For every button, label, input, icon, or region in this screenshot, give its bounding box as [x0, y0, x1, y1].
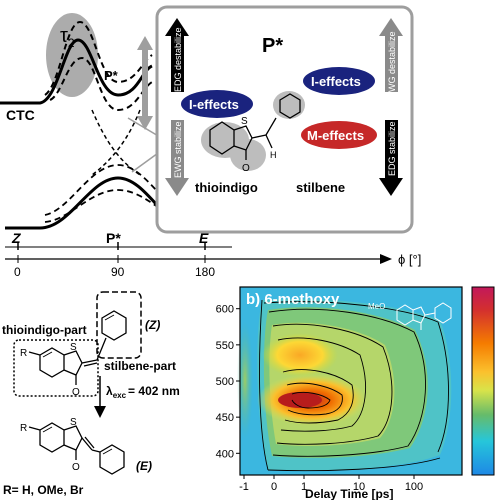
x-tick-label: 100: [405, 481, 423, 493]
i-effects-right-ellipse: [303, 67, 375, 95]
right-down-label: EDG stabilize: [387, 121, 397, 176]
excited-curve-solid: [0, 38, 153, 105]
reaction-scheme: thioindigo-part (Z) R S O stilbene-part …: [2, 291, 180, 497]
excited-curve-dashed-2: [49, 56, 153, 112]
inset-atom-h: H: [270, 150, 277, 160]
left-down-label: EWG stabilize: [173, 121, 183, 178]
z-molecule: R S O: [20, 310, 127, 398]
m-effects-label: M-effects: [307, 128, 364, 143]
y-axis: 600 550 500 450 400: [216, 304, 240, 460]
inset-title: P*: [262, 35, 283, 57]
z-o-label: O: [72, 387, 80, 398]
pstar-curve-label: P*: [104, 68, 119, 83]
tick-top-e: E: [199, 230, 209, 246]
inset-atom-s: S: [241, 116, 248, 127]
band-core: [278, 392, 322, 408]
grey-double-arrow: [137, 36, 153, 130]
stilbene-label: stilbene: [296, 180, 345, 195]
r-values-label: R= H, OMe, Br: [3, 483, 84, 497]
thioindigo-dotted-box: [13, 339, 99, 397]
e-label: (E): [136, 459, 152, 473]
m-effects-ellipse: [301, 121, 377, 149]
e-r-label: R: [20, 423, 27, 434]
inset-box: P* EDG destabilize EWG stabilize EWG des…: [155, 5, 414, 234]
heatmap-molecule: [396, 302, 452, 330]
right-vertical-arrow: EWG destabilize EDG stabilize: [379, 18, 403, 196]
y-tick-label: 600: [216, 304, 234, 316]
z-label: (Z): [145, 318, 160, 332]
z-s-label: S: [70, 342, 77, 353]
y-tick-label: 500: [216, 376, 234, 388]
x-tick-label: 10: [353, 481, 365, 493]
thioindigo-label: thioindigo: [195, 180, 258, 195]
heatmap-title: b) 6-methoxy: [246, 291, 340, 308]
z-r-label: R: [20, 348, 27, 359]
left-vertical-arrow: EDG destabilize EWG stabilize: [165, 18, 189, 196]
tick-top-pstar: P*: [106, 230, 121, 246]
x-tick-label: 0: [271, 481, 277, 493]
e-s-label: S: [70, 417, 77, 428]
crossing-dashed-2: [91, 109, 141, 176]
contour-lines: [259, 299, 449, 472]
y-tick-label: 400: [216, 448, 234, 460]
tick-bottom-0: 0: [14, 265, 21, 279]
crossing-dashed-1: [91, 109, 141, 176]
thioindigo-part-label: thioindigo-part: [2, 323, 87, 337]
inset-atom-o: O: [242, 163, 250, 174]
inset-molecule: S O H: [201, 91, 305, 174]
heatmap-chart: b) 6-methoxy MeO 600 550 500 450 400 -1 0 1 10 1…: [216, 286, 495, 500]
phi-axis: Z P* E 0 90 180 ϕ [°]: [5, 230, 421, 279]
right-up-label: EWG destabilize: [387, 31, 397, 98]
lambda-label: λexc= 402 nm: [106, 384, 180, 400]
tick-bottom-90: 90: [111, 265, 125, 279]
glow-left: [237, 320, 253, 440]
x-axis: -1 0 1 10 100: [239, 475, 423, 493]
e-molecule: R S O: [20, 417, 125, 475]
i-effects-left-label: I-effects: [189, 97, 239, 112]
y-tick-label: 550: [216, 340, 234, 352]
excited-curve-dashed-1: [44, 20, 153, 96]
tick-top-z: Z: [11, 230, 21, 246]
phi-axis-label: ϕ [°]: [398, 252, 421, 267]
stilbene-dashed-box: [96, 291, 142, 359]
stilbene-part-label: stilbene-part: [104, 359, 176, 373]
ground-curve-dashed-2: [44, 189, 191, 223]
e-o-label: O: [72, 462, 80, 473]
x-tick-label: -1: [239, 481, 249, 493]
left-up-label: EDG destabilize: [173, 27, 183, 92]
x-axis-label: Delay Time [ps]: [305, 487, 393, 500]
tick-bottom-180: 180: [195, 265, 215, 279]
i-effects-left-ellipse: [181, 90, 253, 118]
x-tick-label: 1: [301, 481, 307, 493]
colorbar: [471, 286, 495, 476]
i-effects-right-label: I-effects: [311, 74, 361, 89]
band-secondary: [262, 333, 338, 377]
heatmap-meo-label: MeO: [368, 302, 385, 311]
y-tick-label: 450: [216, 412, 234, 424]
ctc-label: CTC: [6, 107, 35, 123]
